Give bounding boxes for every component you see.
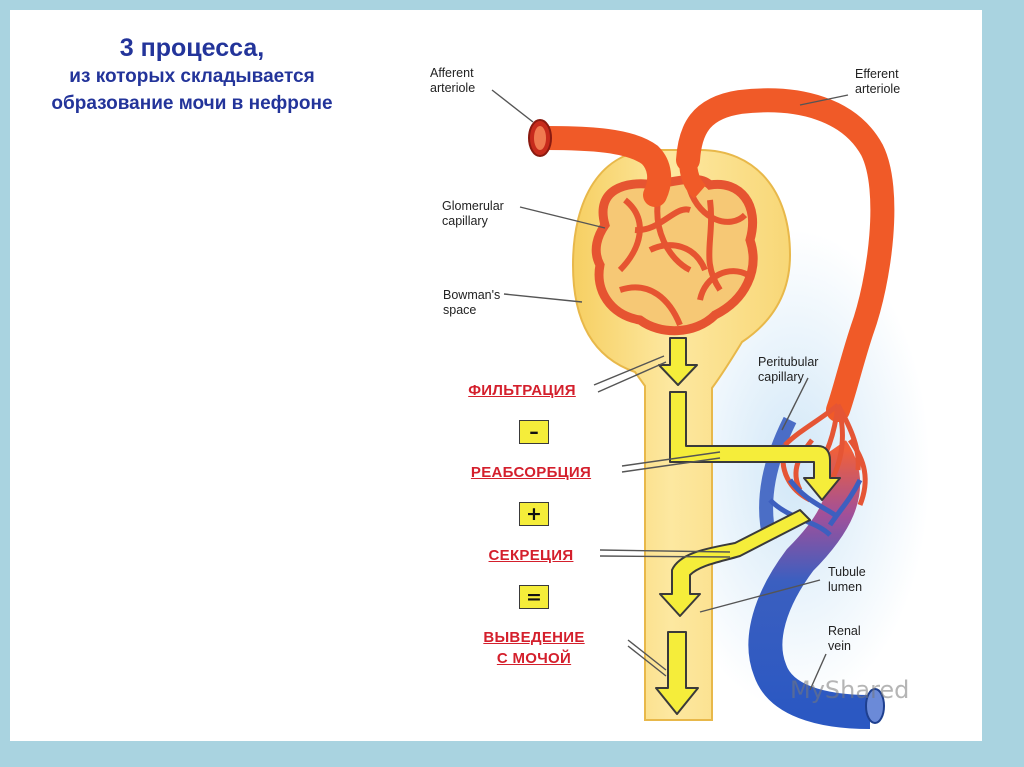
process-filtration: ФИЛЬТРАЦИЯ: [468, 382, 576, 399]
filtration-arrow: [658, 337, 698, 386]
operator-plus: +: [519, 502, 549, 526]
renal-vein-opening: [865, 688, 885, 724]
process-secretion: СЕКРЕЦИЯ: [488, 547, 574, 564]
label-bowmans-space: Bowman's space: [443, 288, 501, 317]
watermark: MyShared: [790, 676, 910, 704]
slide-title: 3 процесса, из которых складывается обра…: [12, 33, 372, 117]
leader-lines: [491, 89, 849, 691]
process-excretion: ВЫВЕДЕНИЕ С МОЧОЙ: [483, 629, 585, 667]
label-afferent-arteriole: Afferent arteriole: [430, 66, 476, 95]
title-line-2: из которых складывается: [69, 66, 315, 87]
label-renal-vein: Renal vein: [828, 624, 861, 653]
title-line-1: 3 процесса,: [119, 34, 265, 62]
process-arrows: [655, 337, 841, 715]
glomerular-tuft: [591, 174, 758, 336]
label-efferent-arteriole: Efferent arteriole: [855, 67, 901, 96]
label-tubule-lumen: Tubule lumen: [828, 565, 866, 594]
operator-minus: –: [519, 420, 549, 444]
label-peritubular-capillary: Peritubular capillary: [758, 355, 819, 384]
process-reabsorption: РЕАБСОРБЦИЯ: [470, 464, 592, 481]
efferent-to-tuft: [679, 159, 707, 199]
afferent-arteriole: [533, 126, 672, 207]
reabsorption-arrow: [669, 391, 841, 501]
title-line-3: образование мочи в нефроне: [51, 93, 333, 114]
efferent-arteriole: [676, 88, 895, 422]
label-glomerular-capillary: Glomerular capillary: [442, 199, 504, 228]
secretion-arrow: [659, 509, 811, 617]
renal-vein: [748, 440, 871, 729]
excretion-arrow: [655, 631, 699, 715]
operator-equals: =: [519, 585, 549, 609]
